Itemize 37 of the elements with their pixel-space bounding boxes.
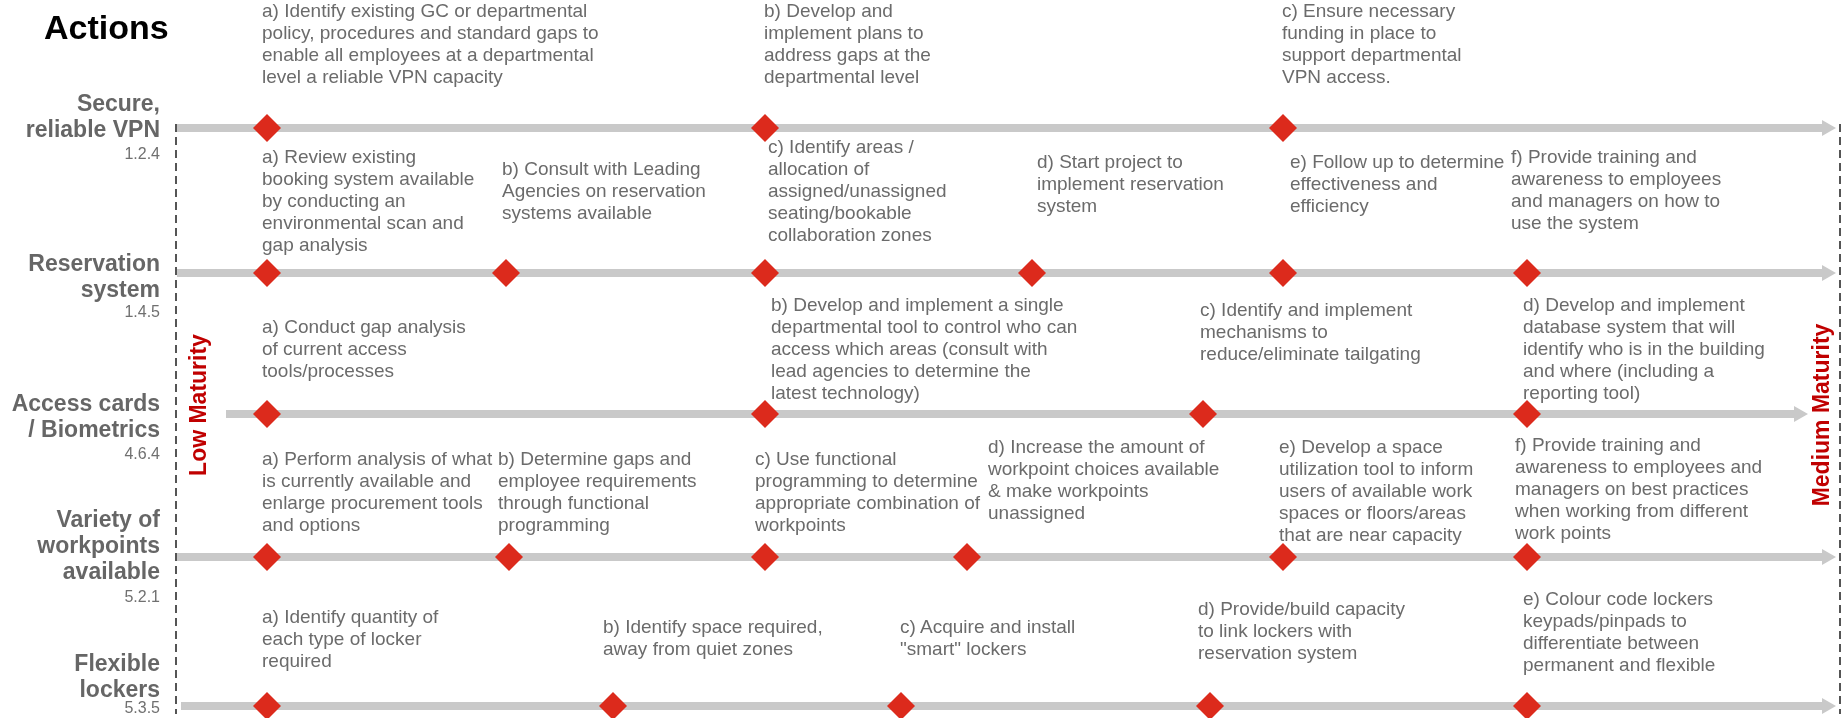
row-label: Secure, reliable VPN [24,90,160,142]
action-text: a) Identify existing GC or departmental policy, procedures and standard gaps to enable all employees at a departmental level a reliable VPN capacity [262,0,600,88]
action-text: b) Consult with Leading Agencies on reservation systems available [502,158,707,224]
action-text: d) Develop and implement database system that will identify who is in the building and where (including a reporting tool) [1523,294,1766,404]
section-number: 5.3.5 [123,699,160,717]
action-text: b) Develop and implement plans to address gaps at the departmental level [764,0,932,88]
maturity-label: Medium Maturity [1808,323,1834,507]
maturity-label: Low Maturity [185,334,211,476]
section-number: 1.2.4 [123,145,160,163]
action-text: b) Develop and implement a single departmental tool to control who can access which areas (consult with lead agencies to determine the latest technology) [771,294,1079,404]
action-text: b) Determine gaps and employee requirements through functional programming [498,448,698,536]
title: Actions [44,8,169,46]
row-label: Access cards / Biometrics [10,390,160,442]
action-text: b) Identify space required, away from quiet zones [603,616,824,660]
action-text: f) Provide training and awareness to employees and managers on best practices when working from different work points [1515,434,1764,544]
action-text: e) Develop a space utilization tool to inform users of available work spaces or floors/areas that are near capacity [1279,436,1475,546]
action-text: d) Provide/build capacity to link lockers with reservation system [1198,598,1406,664]
row-label: Reservation system [27,250,160,302]
action-text: f) Provide training and awareness to employees and managers on how to use the system [1511,146,1723,234]
row-label: Flexible lockers [73,650,160,702]
action-text: a) Review existing booking system available by conducting an environmental scan and gap analysis [262,146,476,256]
action-text: c) Use functional programming to determine appropriate combination of workpoints [755,448,981,536]
action-text: e) Colour code lockers keypads/pinpads to differentiate between permanent and flexible [1523,588,1717,676]
action-text: c) Identify and implement mechanisms to reduce/eliminate tailgating [1200,299,1422,365]
action-text: d) Increase the amount of workpoint choices available & make workpoints unassigned [988,436,1221,524]
section-number: 5.2.1 [123,588,160,606]
row-label: Variety of workpoints available [36,506,160,584]
action-text: c) Identify areas / allocation of assigned/unassigned seating/bookable collaboration zones [768,136,948,246]
action-text: c) Acquire and install "smart" lockers [900,616,1077,660]
action-text: a) Identify quantity of each type of locker required [262,606,440,672]
section-number: 1.4.5 [123,303,160,321]
action-text: c) Ensure necessary funding in place to support departmental VPN access. [1282,0,1463,88]
section-number: 4.6.4 [123,445,160,463]
action-text: a) Perform analysis of what is currently available and enlarge procurement tools and options [262,448,494,536]
action-text: e) Follow up to determine effectiveness and efficiency [1290,151,1506,217]
action-text: d) Start project to implement reservation system [1037,151,1225,217]
action-text: a) Conduct gap analysis of current access tools/processes [262,316,467,382]
